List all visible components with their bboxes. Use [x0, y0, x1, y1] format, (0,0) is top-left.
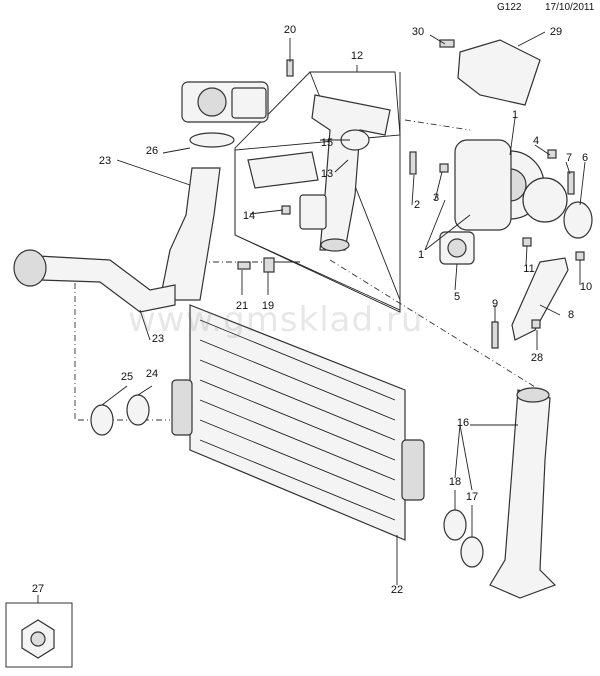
hardware — [237, 39, 585, 349]
hose-end-left — [13, 249, 47, 287]
callout-5: 5 — [453, 291, 461, 303]
callout-13: 13 — [320, 168, 334, 180]
seal-ring-17 — [460, 536, 484, 568]
callout-26: 26 — [145, 145, 159, 157]
clamp-26 — [189, 132, 235, 148]
hose-16 — [489, 389, 557, 599]
callout-11: 11 — [523, 263, 535, 275]
callout-7: 7 — [565, 152, 573, 164]
seal-ring-6 — [563, 201, 593, 239]
callout-30: 30 — [411, 26, 425, 38]
bracket-8 — [511, 257, 569, 341]
seal-ring-25 — [90, 404, 114, 436]
heat-shield-15 — [247, 151, 319, 189]
throttle-body — [181, 81, 269, 123]
callout-10: 10 — [579, 281, 593, 293]
callout-23-lower: 23 — [151, 333, 165, 345]
charge-pipe-12 — [311, 94, 391, 251]
hose-16-end — [516, 387, 550, 403]
hose-23-upper — [159, 167, 221, 301]
callout-8: 8 — [567, 309, 575, 321]
callout-1a: 1 — [511, 109, 519, 121]
callout-9: 9 — [491, 298, 499, 310]
callout-27: 27 — [31, 583, 45, 595]
clamp-18 — [443, 509, 467, 541]
callout-1b: 1 — [417, 249, 425, 261]
pipe-end-12 — [320, 238, 350, 252]
intercooler — [171, 304, 425, 541]
callout-12: 12 — [350, 50, 364, 62]
diagram-code: G122 — [497, 2, 522, 13]
callout-20: 20 — [283, 24, 297, 36]
callout-25: 25 — [120, 371, 134, 383]
callout-23-upper: 23 — [98, 155, 112, 167]
callout-17: 17 — [465, 491, 479, 503]
callout-18: 18 — [448, 476, 462, 488]
diagram-date: 17/10/2011 — [545, 2, 595, 13]
turbocharger — [454, 139, 568, 231]
callout-15: 15 — [320, 137, 334, 149]
heat-shield-29 — [457, 39, 541, 106]
callout-19: 19 — [261, 300, 275, 312]
callout-28: 28 — [530, 352, 544, 364]
callout-16: 16 — [456, 417, 470, 429]
leader-lines — [37, 31, 586, 603]
hose-23-corrugated — [18, 254, 176, 313]
callout-6: 6 — [581, 152, 589, 164]
callout-3: 3 — [432, 192, 440, 204]
callout-29: 29 — [549, 26, 563, 38]
clamp-24 — [126, 394, 150, 426]
callout-22: 22 — [390, 584, 404, 596]
group-12-outline — [234, 71, 401, 313]
bracket-13 — [299, 194, 327, 230]
nut-27-box — [5, 602, 73, 668]
callout-21: 21 — [235, 300, 249, 312]
callout-24: 24 — [145, 368, 159, 380]
callout-4: 4 — [532, 135, 540, 147]
callout-2: 2 — [413, 199, 421, 211]
callout-14: 14 — [242, 210, 256, 222]
watermark-text: www.gmsklad.ru — [128, 300, 424, 340]
